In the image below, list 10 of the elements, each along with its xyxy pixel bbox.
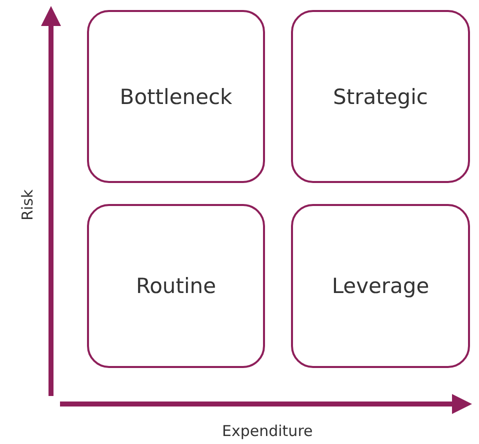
quadrant-box <box>87 10 265 183</box>
axis-title: Risk <box>18 189 37 221</box>
quadrant-label: Routine <box>136 274 216 298</box>
quadrant-box <box>87 204 265 368</box>
quadrant-label: Strategic <box>333 84 428 108</box>
quadrant-label: Bottleneck <box>120 84 232 108</box>
axis-title: Expenditure <box>222 422 313 440</box>
quadrant-box <box>291 10 470 183</box>
quadrant-box <box>291 204 470 368</box>
quadrant-label: Leverage <box>332 274 430 298</box>
